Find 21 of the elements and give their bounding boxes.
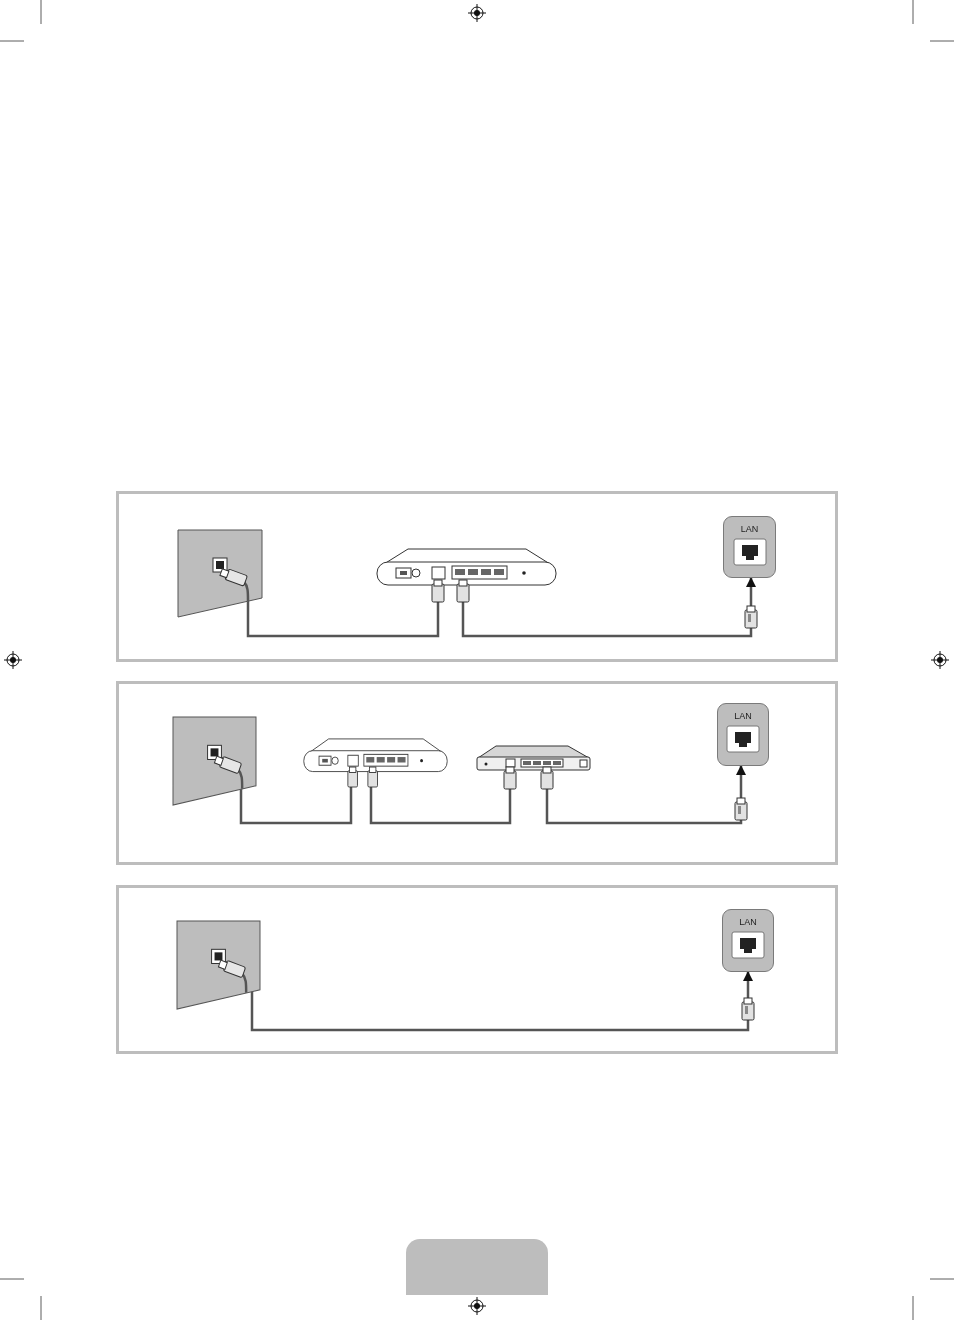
- diagram-panel: [116, 681, 838, 865]
- router-drawing: [303, 738, 448, 787]
- cable: [369, 787, 512, 825]
- cable: [250, 971, 753, 1032]
- cable: [239, 787, 353, 825]
- cable: [461, 577, 756, 638]
- lan-port-panel: [723, 516, 776, 578]
- lan-port-panel: [722, 909, 774, 972]
- wall-socket-drawing: [173, 717, 256, 805]
- cable: [545, 765, 746, 825]
- wall-socket-drawing: [178, 530, 262, 617]
- switch-drawing: [476, 745, 591, 787]
- lan-port-panel: [717, 703, 769, 766]
- router-drawing: [376, 548, 557, 602]
- cable: [246, 600, 440, 638]
- port-label: LAN: [740, 524, 759, 534]
- port-label: LAN: [734, 711, 752, 721]
- diagram-panel: [116, 491, 838, 662]
- diagram-panel: [116, 885, 838, 1054]
- port-label: LAN: [739, 917, 757, 927]
- wall-socket-drawing: [177, 921, 260, 1009]
